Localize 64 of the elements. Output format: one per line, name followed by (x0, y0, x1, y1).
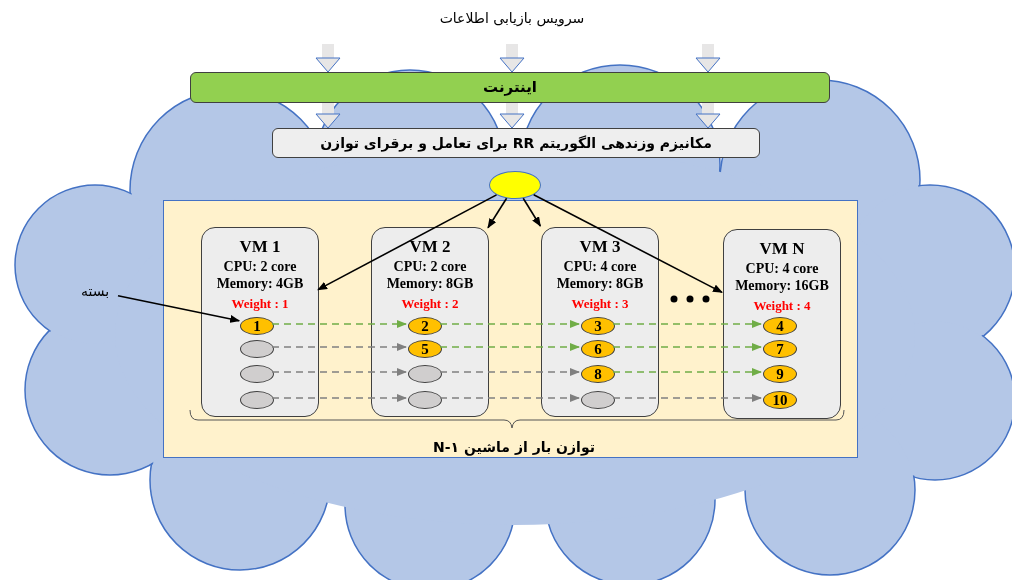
block-arrow (695, 103, 721, 129)
packet-circle: 8 (581, 365, 615, 383)
block-arrow (499, 103, 525, 129)
weight-label: Weight : 3 (570, 295, 630, 313)
memory-spec: Memory: 16GB (734, 277, 830, 294)
dashed-arrow (439, 343, 580, 351)
dashed-arrow (612, 320, 762, 328)
memory-spec: Memory: 4GB (215, 275, 305, 292)
dashed-arrow (612, 394, 762, 402)
dashed-arrow (612, 343, 762, 351)
block-arrow (695, 44, 721, 73)
arrow (532, 193, 723, 294)
empty-packet (240, 391, 274, 409)
packet-circle: 7 (763, 340, 797, 358)
vm-title: VM 1 (238, 236, 282, 258)
cpu-spec: CPU: 2 core (222, 258, 298, 275)
dashed-arrow (271, 343, 407, 351)
arrow (317, 194, 498, 291)
packet-circle: 5 (408, 340, 442, 358)
vm-box (541, 227, 659, 417)
block-arrow (499, 44, 525, 73)
empty-packet (408, 391, 442, 409)
packet-circle: 4 (763, 317, 797, 335)
vm-title: VM N (758, 238, 806, 260)
arrow (487, 197, 508, 229)
packet-label: بسته (72, 281, 118, 301)
empty-packet (581, 391, 615, 409)
empty-packet (408, 365, 442, 383)
vm-box (371, 227, 489, 417)
dashed-arrow (271, 368, 407, 376)
block-arrow (315, 44, 341, 73)
packet-circle: 3 (581, 317, 615, 335)
empty-packet (240, 340, 274, 358)
cpu-spec: CPU: 4 core (562, 258, 638, 275)
memory-spec: Memory: 8GB (385, 275, 475, 292)
vm-panel (163, 200, 858, 458)
internet-bar: اینترنت (190, 72, 830, 103)
packet-circle: 1 (240, 317, 274, 335)
weight-label: Weight : 1 (230, 295, 290, 313)
packet-circle: 2 (408, 317, 442, 335)
cpu-spec: CPU: 4 core (744, 260, 820, 277)
packet-circle: 10 (763, 391, 797, 409)
panel-caption: توازن بار از ماشین ۱-N (432, 438, 596, 458)
arrow (117, 294, 241, 323)
empty-packet (240, 365, 274, 383)
arrow (522, 197, 542, 227)
dashed-arrow (271, 394, 407, 402)
service-title: سرویس بازیابی اطلاعات (438, 9, 586, 29)
weight-label: Weight : 2 (400, 295, 460, 313)
dashed-arrow (612, 368, 762, 376)
block-arrow (315, 103, 341, 129)
dashed-arrow (439, 394, 580, 402)
packet-circle: 6 (581, 340, 615, 358)
dashed-arrow (271, 320, 407, 328)
weight-label: Weight : 4 (752, 297, 812, 315)
dashed-arrow (439, 368, 580, 376)
vm-title: VM 3 (578, 236, 622, 258)
vm-box (201, 227, 319, 417)
vm-box (723, 229, 841, 419)
vm-title: VM 2 (408, 236, 452, 258)
cpu-spec: CPU: 2 core (392, 258, 468, 275)
packet-circle: 9 (763, 365, 797, 383)
dashed-arrow (439, 320, 580, 328)
memory-spec: Memory: 8GB (555, 275, 645, 292)
